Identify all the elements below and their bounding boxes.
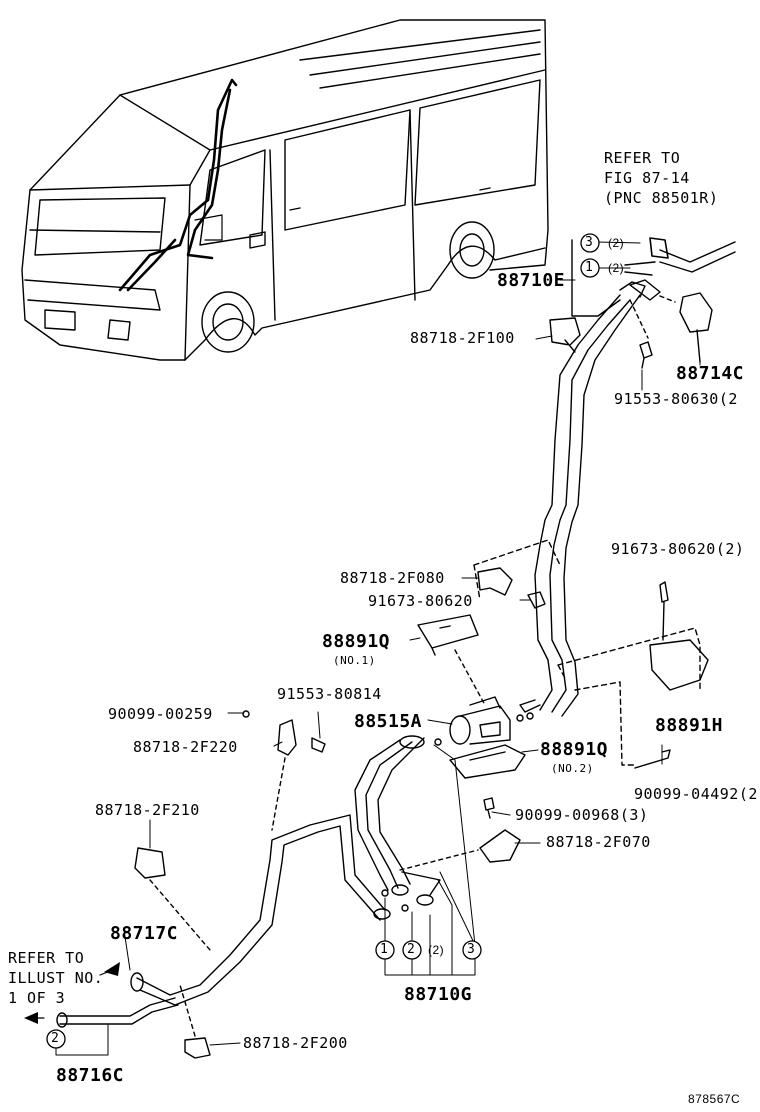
label-88718-2f070: 88718-2F070 (546, 833, 651, 851)
part-88891h-shape (649, 639, 709, 691)
label-88717c: 88717C (110, 923, 179, 944)
label-88714c: 88714C (676, 363, 745, 384)
label-88718-2f080: 88718-2F080 (340, 569, 445, 587)
upper-pipe (519, 281, 646, 717)
lower-pipe (354, 735, 441, 906)
clip-88718-2f080 (477, 567, 513, 596)
callout-num-2-left: 2 (51, 1031, 60, 1046)
refer-top-line-3: (PNC 88501R) (604, 189, 719, 207)
receiver-88515a (449, 696, 511, 745)
label-90099-04492: 90099-04492(2 (634, 785, 758, 803)
callout-num-2-bottom: 2 (407, 942, 416, 957)
callout-num-3-bottom: 3 (467, 942, 476, 957)
bracket-88891q-no2 (449, 744, 526, 779)
callout-num-3-top: 3 (585, 235, 594, 250)
figure-id: 878567C (688, 1092, 741, 1106)
label-88891h: 88891H (655, 715, 724, 736)
clip-88718-2f070 (479, 829, 521, 863)
label-88718-2f210: 88718-2F210 (95, 801, 200, 819)
callout-num-1-top: 1 (585, 260, 594, 275)
callout-1-top (580, 258, 600, 278)
qty-note-3-top: (2) (608, 236, 625, 250)
label-91673-80620-2: 91673-80620(2) (611, 540, 745, 558)
clip-88718-2f200 (184, 1037, 211, 1059)
label-88710g: 88710G (404, 984, 473, 1005)
label-90099-00968: 90099-00968(3) (515, 806, 649, 824)
label-88891q-no2: 88891Q (540, 739, 609, 760)
callout-1-bottom (375, 940, 395, 960)
callout-num-1-bottom: 1 (380, 942, 389, 957)
callout-2-bottom (402, 940, 422, 960)
cover-88891q-no1 (417, 614, 479, 656)
label-88710e: 88710E (497, 270, 566, 291)
refer-left-line-1: REFER TO (8, 949, 85, 967)
van-illustration (21, 19, 549, 361)
qty-note-2-bottom: (2) (428, 943, 445, 957)
qty-note-1-top: (2) (608, 261, 625, 275)
label-91553-80814: 91553-80814 (277, 685, 382, 703)
label-88718-2f200: 88718-2F200 (243, 1034, 348, 1052)
callout-2-left (46, 1029, 66, 1049)
label-91553-80630: 91553-80630(2 (614, 390, 738, 408)
label-88891q-no1: 88891Q (322, 631, 391, 652)
label-90099-00259: 90099-00259 (108, 705, 213, 723)
label-91673-80620: 91673-80620 (368, 592, 473, 610)
clip-88718-2f100 (549, 317, 581, 353)
label-88718-2f220: 88718-2F220 (133, 738, 238, 756)
label-88718-2f100: 88718-2F100 (410, 329, 515, 347)
clip-88718-2f210 (134, 847, 166, 879)
label-no2: (NO.2) (551, 762, 594, 775)
refer-top-line-2: FIG 87-14 (604, 169, 690, 187)
callout-3-top (580, 233, 600, 253)
long-pipe-88717c (130, 814, 391, 1006)
label-88515a: 88515A (354, 711, 423, 732)
refer-left-line-2: ILLUST NO. (8, 969, 104, 987)
label-88716c: 88716C (56, 1065, 125, 1086)
refer-left-line-3: 1 OF 3 (8, 989, 66, 1007)
van-tubing (118, 78, 238, 292)
bracket-88718-2f220 (277, 719, 297, 756)
pipe-88716c (59, 997, 179, 1025)
part-88714c-shape (679, 292, 713, 333)
callout-3-bottom (462, 940, 482, 960)
refer-top-line-1: REFER TO (604, 149, 681, 167)
label-no1: (NO.1) (333, 654, 376, 667)
